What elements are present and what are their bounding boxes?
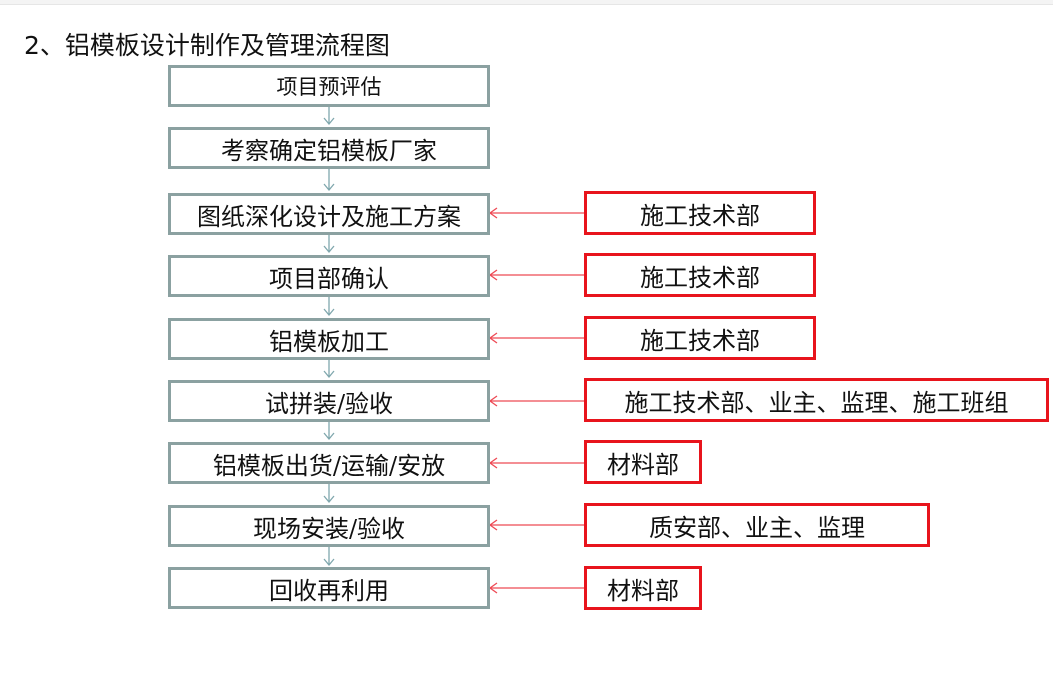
department-label: 材料部 xyxy=(607,576,679,605)
flow-step-trial-assembly: 试拼装/验收 xyxy=(168,380,490,422)
responsibility-arrows xyxy=(488,207,584,594)
flow-step-formwork-processing: 铝模板加工 xyxy=(168,318,490,360)
flow-step-select-manufacturer: 考察确定铝模板厂家 xyxy=(168,127,490,169)
vertical-flow-arrows xyxy=(323,106,335,567)
department-label: 施工技术部 xyxy=(640,201,760,230)
responsible-department-box: 材料部 xyxy=(584,440,702,484)
top-border-strip xyxy=(0,0,1053,5)
flow-step-project-confirmation: 项目部确认 xyxy=(168,255,490,297)
department-label: 施工技术部 xyxy=(640,326,760,355)
department-label: 施工技术部 xyxy=(640,263,760,292)
flow-step-drawing-deepening: 图纸深化设计及施工方案 xyxy=(168,193,490,235)
flow-step-shipping: 铝模板出货/运输/安放 xyxy=(168,442,490,484)
flow-arrow xyxy=(323,169,335,192)
responsibility-arrow xyxy=(488,395,584,407)
flow-step-label: 铝模板加工 xyxy=(269,327,389,356)
flow-step-site-installation: 现场安装/验收 xyxy=(168,505,490,547)
responsibility-arrow xyxy=(488,269,584,281)
responsible-department-box: 质安部、业主、监理 xyxy=(584,503,930,547)
flow-arrow xyxy=(323,422,335,441)
responsible-department-box: 施工技术部、业主、监理、施工班组 xyxy=(584,378,1049,422)
flow-step-label: 现场安装/验收 xyxy=(252,514,406,543)
flow-step-label: 图纸深化设计及施工方案 xyxy=(197,202,461,231)
flow-arrow xyxy=(323,235,335,254)
flow-step-label: 铝模板出货/运输/安放 xyxy=(212,451,446,480)
responsibility-arrow xyxy=(488,457,584,469)
responsibility-arrow xyxy=(488,207,584,219)
page-title: 2、铝模板设计制作及管理流程图 xyxy=(24,31,390,60)
flow-step-recycling: 回收再利用 xyxy=(168,567,490,609)
responsible-department-box: 施工技术部 xyxy=(584,253,816,297)
flow-step-label: 试拼装/验收 xyxy=(264,389,394,418)
responsibility-arrow xyxy=(488,582,584,594)
responsible-department-box: 材料部 xyxy=(584,566,702,610)
flow-arrow xyxy=(323,297,335,317)
flow-arrow xyxy=(323,106,335,126)
flow-step-label: 项目预评估 xyxy=(276,75,382,99)
department-label: 材料部 xyxy=(607,450,679,479)
responsible-department-box: 施工技术部 xyxy=(584,316,816,360)
responsibility-arrow xyxy=(488,519,584,531)
department-label: 质安部、业主、监理 xyxy=(649,513,865,542)
flow-arrow xyxy=(323,360,335,379)
flow-arrow xyxy=(323,484,335,504)
responsibility-arrow xyxy=(488,332,584,344)
flow-arrow xyxy=(323,547,335,567)
flow-step-label: 回收再利用 xyxy=(269,576,389,605)
flow-step-project-pre-evaluation: 项目预评估 xyxy=(168,65,490,107)
responsible-department-box: 施工技术部 xyxy=(584,191,816,235)
department-label: 施工技术部、业主、监理、施工班组 xyxy=(624,388,1009,417)
flow-step-label: 项目部确认 xyxy=(269,264,389,293)
flow-step-label: 考察确定铝模板厂家 xyxy=(221,136,437,165)
